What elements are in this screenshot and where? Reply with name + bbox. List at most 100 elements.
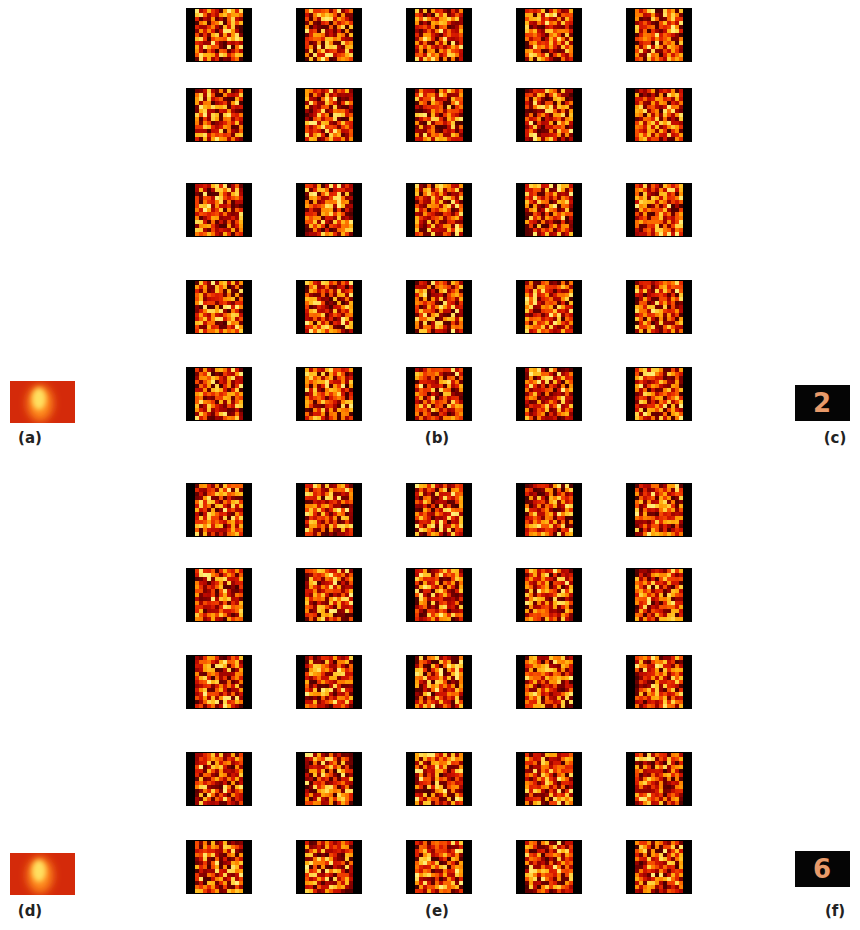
speckle-pixel: [561, 29, 565, 33]
speckle-tile: [406, 8, 472, 62]
speckle-pixel: [321, 220, 325, 224]
speckle-pixel: [533, 33, 537, 37]
speckle-pixel: [639, 45, 643, 49]
speckle-pixel: [223, 188, 227, 192]
speckle-pixel: [231, 196, 235, 200]
speckle-pixel: [533, 45, 537, 49]
speckle-pixel: [341, 33, 345, 37]
speckle-pixel: [207, 121, 211, 125]
speckle-pixel: [313, 192, 317, 196]
speckle-pixel: [439, 137, 443, 141]
speckle-pixel: [451, 41, 455, 45]
speckle-pixel: [313, 105, 317, 109]
speckle-pixel: [557, 49, 561, 53]
speckle-pixel: [561, 49, 565, 53]
speckle-pixel: [423, 41, 427, 45]
speckle-pixel: [451, 192, 455, 196]
speckle-pixel: [203, 45, 207, 49]
speckle-pixel: [317, 192, 321, 196]
speckle-pixel: [231, 220, 235, 224]
speckle-pixel: [419, 109, 423, 113]
speckle-pixel: [427, 21, 431, 25]
speckle-pixel: [207, 57, 211, 61]
speckle-pixel: [325, 121, 329, 125]
speckle-pixel: [451, 129, 455, 133]
speckle-pixel: [455, 45, 459, 49]
speckle-pixel: [305, 188, 309, 192]
speckle-pixel: [227, 97, 231, 101]
speckle-pixel: [427, 13, 431, 17]
speckle-pixel: [195, 97, 199, 101]
speckle-pixel: [537, 97, 541, 101]
speckle-pixel: [349, 129, 353, 133]
speckle-pixel: [545, 45, 549, 49]
speckle-pixel: [651, 17, 655, 21]
speckle-pixel: [215, 192, 219, 196]
speckle-pixel: [195, 137, 199, 141]
speckle-pixel: [565, 117, 569, 121]
speckle-pixel: [667, 25, 671, 29]
speckle-pixel: [443, 41, 447, 45]
speckle-pixel: [305, 125, 309, 129]
speckle-pixel: [675, 49, 679, 53]
speckle-pixel: [215, 109, 219, 113]
speckle-pixel: [305, 137, 309, 141]
speckle-pixel: [435, 17, 439, 21]
speckle-pixel: [321, 89, 325, 93]
speckle-pixel: [655, 41, 659, 45]
speckle-pixel: [659, 93, 663, 97]
speckle-pixel: [443, 125, 447, 129]
speckle-pixel: [561, 57, 565, 61]
speckle-pixel: [325, 196, 329, 200]
speckle-pixel: [215, 89, 219, 93]
speckle-pixel: [679, 109, 683, 113]
speckle-pixel: [305, 33, 309, 37]
speckle-pixel: [219, 184, 223, 188]
speckle-pixel: [317, 196, 321, 200]
speckle-pixel: [211, 184, 215, 188]
speckle-pixel: [211, 49, 215, 53]
speckle-pixel: [431, 184, 435, 188]
speckle-pixel: [537, 89, 541, 93]
speckle-pixel: [655, 105, 659, 109]
speckle-pixel: [439, 192, 443, 196]
speckle-pixel: [215, 224, 219, 228]
speckle-pixel: [451, 212, 455, 216]
speckle-pixel: [341, 188, 345, 192]
speckle-tile: [186, 8, 252, 62]
speckle-pixel: [635, 125, 639, 129]
speckle-pixel: [337, 37, 341, 41]
speckle-pixel: [329, 21, 333, 25]
speckle-pixel: [529, 105, 533, 109]
speckle-pixel: [215, 184, 219, 188]
speckle-pixel: [239, 41, 243, 45]
speckle-pixel: [227, 228, 231, 232]
speckle-pixel: [541, 57, 545, 61]
speckle-pixel: [533, 41, 537, 45]
speckle-pixel: [565, 109, 569, 113]
speckle-pixel: [203, 37, 207, 41]
speckle-pixel: [569, 89, 573, 93]
speckle-pixel: [235, 49, 239, 53]
speckle-pixel: [533, 37, 537, 41]
speckle-pixel: [663, 45, 667, 49]
speckle-pixel: [643, 13, 647, 17]
speckle-pixel: [195, 216, 199, 220]
speckle-pixel: [455, 89, 459, 93]
speckle-pixel: [447, 45, 451, 49]
speckle-pixel: [329, 200, 333, 204]
speckle-pixel: [643, 33, 647, 37]
speckle-pixel: [455, 105, 459, 109]
speckle-pixel: [345, 212, 349, 216]
speckle-pixel: [231, 232, 235, 236]
speckle-pixel: [219, 17, 223, 21]
speckle-pixel: [415, 89, 419, 93]
speckle-pixel: [537, 17, 541, 21]
speckle-pixel: [349, 216, 353, 220]
speckle-pixel: [349, 113, 353, 117]
speckle-pixel: [667, 93, 671, 97]
speckle-pixel: [565, 89, 569, 93]
speckle-pixel: [663, 133, 667, 137]
speckle-pixel: [675, 53, 679, 57]
